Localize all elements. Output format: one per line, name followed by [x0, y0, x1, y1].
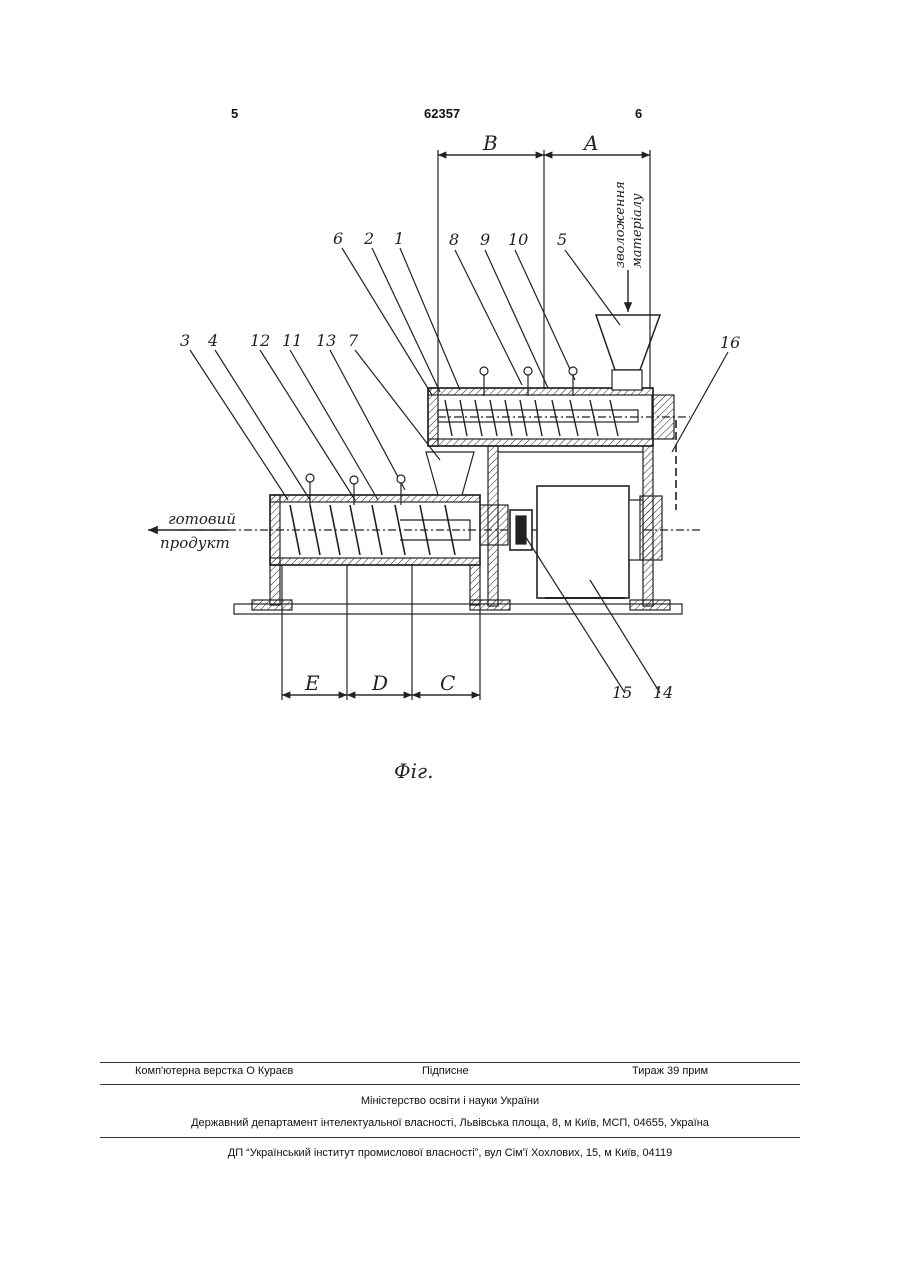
part-label: 7	[348, 331, 359, 350]
part-label: 4	[207, 331, 218, 350]
footer-ministry: Міністерство освіти і науки України	[0, 1095, 900, 1107]
figure-caption: Фіг.	[394, 759, 433, 783]
part-label: 12	[250, 331, 270, 350]
part-label: 15	[612, 683, 632, 702]
footer-typeset: Комп'ютерна верстка О Кураєв	[135, 1065, 293, 1077]
part-label: 8	[449, 230, 459, 249]
part-label: 11	[282, 331, 302, 350]
part-label: 2	[363, 229, 374, 248]
feed-label: матеріалу	[630, 193, 645, 268]
base-plate	[234, 604, 682, 614]
zone-label-a: A	[582, 131, 598, 155]
part-label: 5	[557, 230, 567, 249]
part-label: 3	[180, 331, 190, 350]
footer-rule-top	[100, 1062, 800, 1063]
footer-signed: Підписне	[422, 1065, 469, 1077]
footer-department: Державний департамент інтелектуальної вл…	[0, 1117, 900, 1129]
zone-label-d: D	[371, 671, 388, 695]
part-label: 6	[333, 229, 343, 248]
footer-copies: Тираж 39 прим	[632, 1065, 708, 1077]
product-label: готовий	[168, 510, 236, 528]
technical-drawing: B A E D C 6 2 1 8 9 10 5 3 4 12 11 13 7 …	[0, 0, 900, 820]
footer-institute: ДП “Український інститут промислової вла…	[0, 1147, 900, 1159]
part-label: 1	[394, 229, 404, 248]
part-label: 10	[508, 230, 528, 249]
part-label: 14	[653, 683, 673, 702]
zone-label-c: C	[440, 671, 455, 695]
zone-label-b: B	[482, 131, 498, 155]
motor	[537, 486, 629, 598]
product-label: продукт	[160, 534, 230, 552]
part-label: 13	[316, 331, 336, 350]
footer-rule-middle	[100, 1084, 800, 1085]
footer-rule-bottom	[100, 1137, 800, 1138]
part-label: 9	[480, 230, 490, 249]
feed-label: зволоження	[613, 181, 628, 268]
zone-label-e: E	[304, 671, 320, 695]
part-label: 16	[720, 333, 740, 352]
